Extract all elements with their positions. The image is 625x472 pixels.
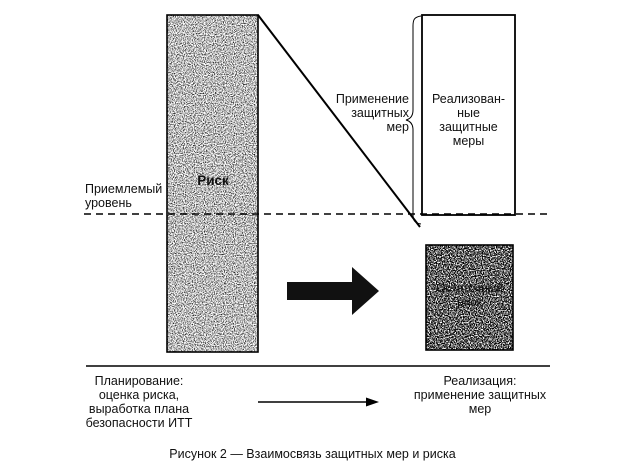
transition-arrow-icon (287, 267, 379, 315)
planning-label: Планирование: оценка риска, выработка пл… (85, 374, 193, 430)
figure-caption: Рисунок 2 — Взаимосвязь защитных мер и р… (169, 447, 456, 461)
implemented-measures-label: Реализован- ные защитные меры (431, 92, 506, 148)
risk-label: Риск (197, 173, 229, 188)
measures-diagonal-line (257, 14, 421, 228)
applying-measures-label: Применение защитных мер (335, 92, 409, 134)
implementation-label: Реализация: применение защитных мер (413, 374, 547, 416)
residual-risk-label: Остаточный риск (435, 281, 504, 309)
residual-risk-box (425, 244, 514, 351)
implemented-measures-box (421, 14, 516, 216)
risk-column (166, 14, 259, 353)
process-arrow-icon (258, 397, 379, 407)
measures-brace (405, 15, 422, 225)
acceptable-level-label: Приемлемый уровень (85, 182, 163, 210)
